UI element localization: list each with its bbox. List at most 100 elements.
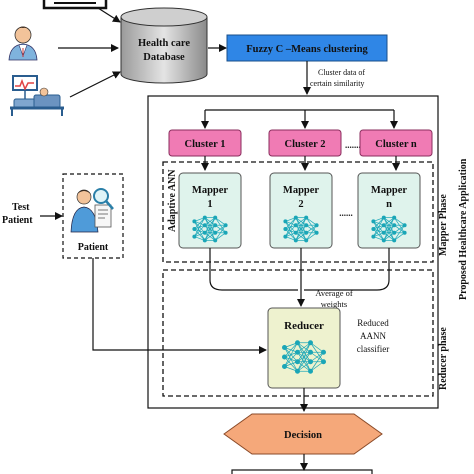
network-node	[213, 215, 218, 220]
mapper-phase-frame	[162, 161, 434, 263]
patient-frame	[62, 173, 124, 259]
network-node	[381, 215, 386, 220]
reducer-phase-frame	[162, 269, 434, 397]
network-edge	[284, 342, 298, 358]
network-edge	[194, 217, 206, 237]
mapper-2-title: Mapper	[283, 185, 320, 196]
mapper-box: Mapper 1	[178, 172, 242, 249]
network-node	[202, 230, 207, 235]
side-label: Proposed Healthcare Application	[458, 158, 469, 300]
network-edge	[214, 224, 226, 234]
form-to-db-arrow	[97, 7, 121, 23]
network-edge	[393, 224, 405, 234]
network-edge	[310, 352, 324, 372]
application-frame	[147, 95, 439, 409]
network-node	[308, 340, 313, 346]
decision-node: Decision	[223, 413, 383, 455]
network-node	[371, 227, 376, 231]
network-edge	[297, 361, 311, 372]
output-box	[231, 469, 373, 474]
network-node	[308, 359, 313, 365]
network-node	[213, 223, 218, 228]
cluster-1-label: Cluster 1	[185, 139, 226, 150]
mapper-n-index: n	[386, 199, 392, 210]
bed-to-db-arrow	[69, 71, 121, 98]
network-node	[314, 223, 319, 228]
network-edge	[204, 217, 216, 241]
network-node	[283, 219, 288, 224]
reduced-line1: Reduced	[357, 318, 389, 328]
network-edge	[305, 224, 317, 234]
adaptive-ann-label: Adaptive ANN	[167, 169, 178, 232]
network-node	[213, 230, 218, 235]
network-node	[392, 223, 397, 228]
network-node	[304, 230, 309, 235]
network-node	[295, 340, 300, 346]
test-patient-line2: Patient	[2, 215, 33, 226]
network-edge	[295, 225, 307, 241]
network-node	[402, 223, 407, 228]
network-node	[282, 354, 287, 360]
network-node	[402, 230, 407, 235]
network-node	[308, 368, 313, 374]
cluster-box: Cluster 1	[168, 129, 242, 157]
network-edge	[373, 224, 385, 237]
reducer-box: Reducer	[267, 307, 341, 389]
network-edge	[214, 225, 226, 241]
network-edge	[204, 225, 216, 241]
hospital-bed-icon	[10, 75, 64, 116]
reducer-phase-label: Reducer phase	[438, 327, 449, 390]
network-edge	[305, 225, 317, 241]
network-node	[304, 238, 309, 243]
network-edge	[305, 217, 317, 226]
db-label-line1: Health care	[138, 38, 190, 49]
patient-icon	[70, 188, 114, 233]
network-node	[293, 238, 298, 243]
network-edge	[285, 217, 297, 237]
network-node	[282, 364, 287, 369]
network-node	[283, 227, 288, 231]
neural-network-icon	[192, 215, 228, 243]
neural-network-icon	[282, 340, 326, 374]
network-node	[192, 219, 197, 224]
form-icon	[42, 0, 108, 10]
network-node	[282, 345, 287, 350]
patient-label: Patient	[78, 242, 109, 253]
network-node	[202, 223, 207, 228]
network-edge	[297, 342, 311, 353]
network-edge	[295, 232, 307, 241]
network-node	[304, 215, 309, 220]
mapper-box: Mapper 2	[269, 172, 333, 249]
network-edge	[305, 232, 317, 241]
fcm-box-bg	[226, 34, 388, 62]
network-edge	[214, 232, 226, 241]
network-edge	[393, 217, 405, 226]
network-node	[295, 359, 300, 365]
reduced-line2: AANN	[360, 331, 386, 341]
network-node	[314, 230, 319, 235]
network-node	[381, 230, 386, 235]
network-node	[192, 227, 197, 231]
network-edge	[310, 351, 324, 363]
network-edge	[297, 352, 311, 372]
network-node	[293, 230, 298, 235]
network-node	[295, 368, 300, 374]
network-node	[283, 234, 288, 239]
fcm-label: Fuzzy C –Means clustering	[246, 44, 368, 55]
mapper-1-index: 1	[207, 199, 212, 210]
health-care-database: Health care Database	[120, 7, 208, 84]
network-edge	[194, 217, 206, 230]
network-node	[392, 230, 397, 235]
mapper-n-title: Mapper	[371, 185, 408, 196]
network-edge	[297, 342, 311, 372]
network-edge	[204, 232, 216, 241]
network-edge	[383, 217, 395, 233]
network-node	[321, 359, 326, 365]
mapper-2-index: 2	[298, 199, 303, 210]
network-node	[293, 215, 298, 220]
cluster-box: Cluster 2	[268, 129, 342, 157]
network-node	[295, 349, 300, 355]
cluster-2-label: Cluster 2	[285, 139, 326, 150]
doctor-icon	[8, 26, 38, 61]
network-edge	[295, 217, 307, 233]
